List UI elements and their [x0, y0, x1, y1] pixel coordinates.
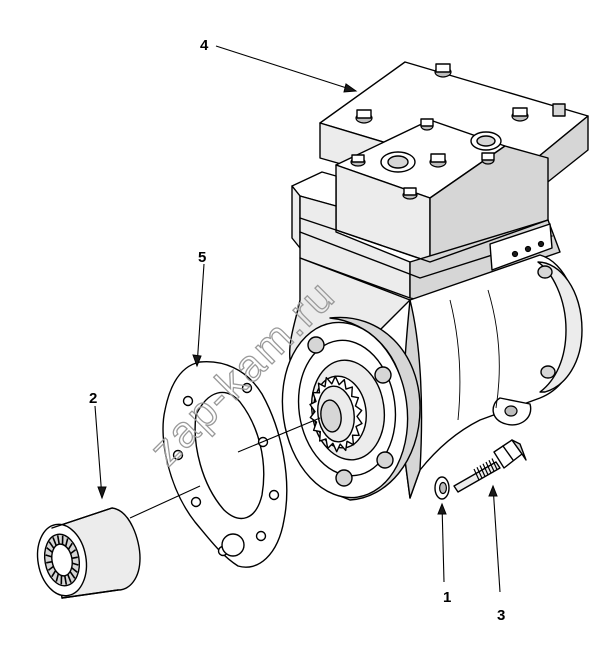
side-rail — [489, 223, 553, 271]
flange-gasket — [162, 361, 288, 568]
callout-5: 5 — [198, 249, 206, 266]
splined-coupling — [36, 507, 141, 599]
leader-2 — [94, 405, 103, 499]
callout-2: 2 — [89, 390, 97, 407]
compressor-head-assembly — [319, 61, 589, 263]
callout-4: 4 — [200, 37, 209, 54]
leader-5 — [196, 263, 205, 367]
callout-3: 3 — [497, 607, 505, 624]
head-bolts — [350, 63, 529, 200]
drive-gear — [309, 375, 363, 453]
washer — [434, 476, 450, 500]
leader-lines — [94, 45, 501, 593]
head-side-fitting — [552, 103, 566, 117]
assembly-axis-lines — [129, 417, 321, 519]
leader-3 — [492, 485, 501, 593]
head-ports — [380, 131, 502, 173]
callouts: 4 5 2 1 3 — [89, 37, 505, 624]
callout-1: 1 — [443, 589, 451, 606]
bolt — [453, 439, 527, 493]
leader-1 — [441, 503, 445, 583]
leader-4 — [215, 45, 357, 92]
